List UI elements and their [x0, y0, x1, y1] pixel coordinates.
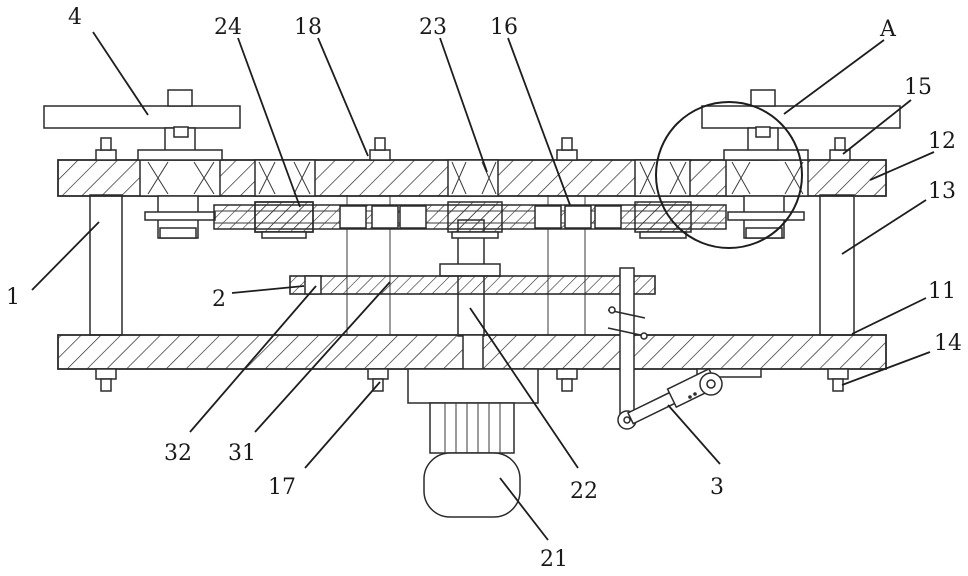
- label-23: 23: [419, 15, 447, 40]
- label-32: 32: [164, 441, 192, 466]
- label-22: 22: [570, 479, 598, 504]
- label-24: 24: [214, 15, 242, 40]
- label-13: 13: [928, 179, 956, 204]
- label-4: 4: [68, 5, 82, 30]
- label-18: 18: [294, 15, 322, 40]
- chain-drive: [145, 196, 804, 238]
- label-1: 1: [6, 285, 20, 310]
- left-rotary-assembly: [44, 90, 240, 160]
- right-column: [820, 195, 854, 335]
- left-column: [90, 195, 122, 335]
- label-16: 16: [490, 15, 518, 40]
- middle-plate: [290, 264, 655, 294]
- label-12: 12: [928, 129, 956, 154]
- label-21: 21: [540, 547, 568, 572]
- label-2: 2: [212, 287, 226, 312]
- label-17: 17: [268, 475, 296, 500]
- label-15: 15: [904, 75, 932, 100]
- label-11: 11: [928, 279, 956, 304]
- label-31: 31: [228, 441, 256, 466]
- label-3: 3: [710, 475, 724, 500]
- drive-motor: [408, 369, 538, 517]
- label-a: A: [879, 17, 897, 42]
- label-14: 14: [934, 331, 962, 356]
